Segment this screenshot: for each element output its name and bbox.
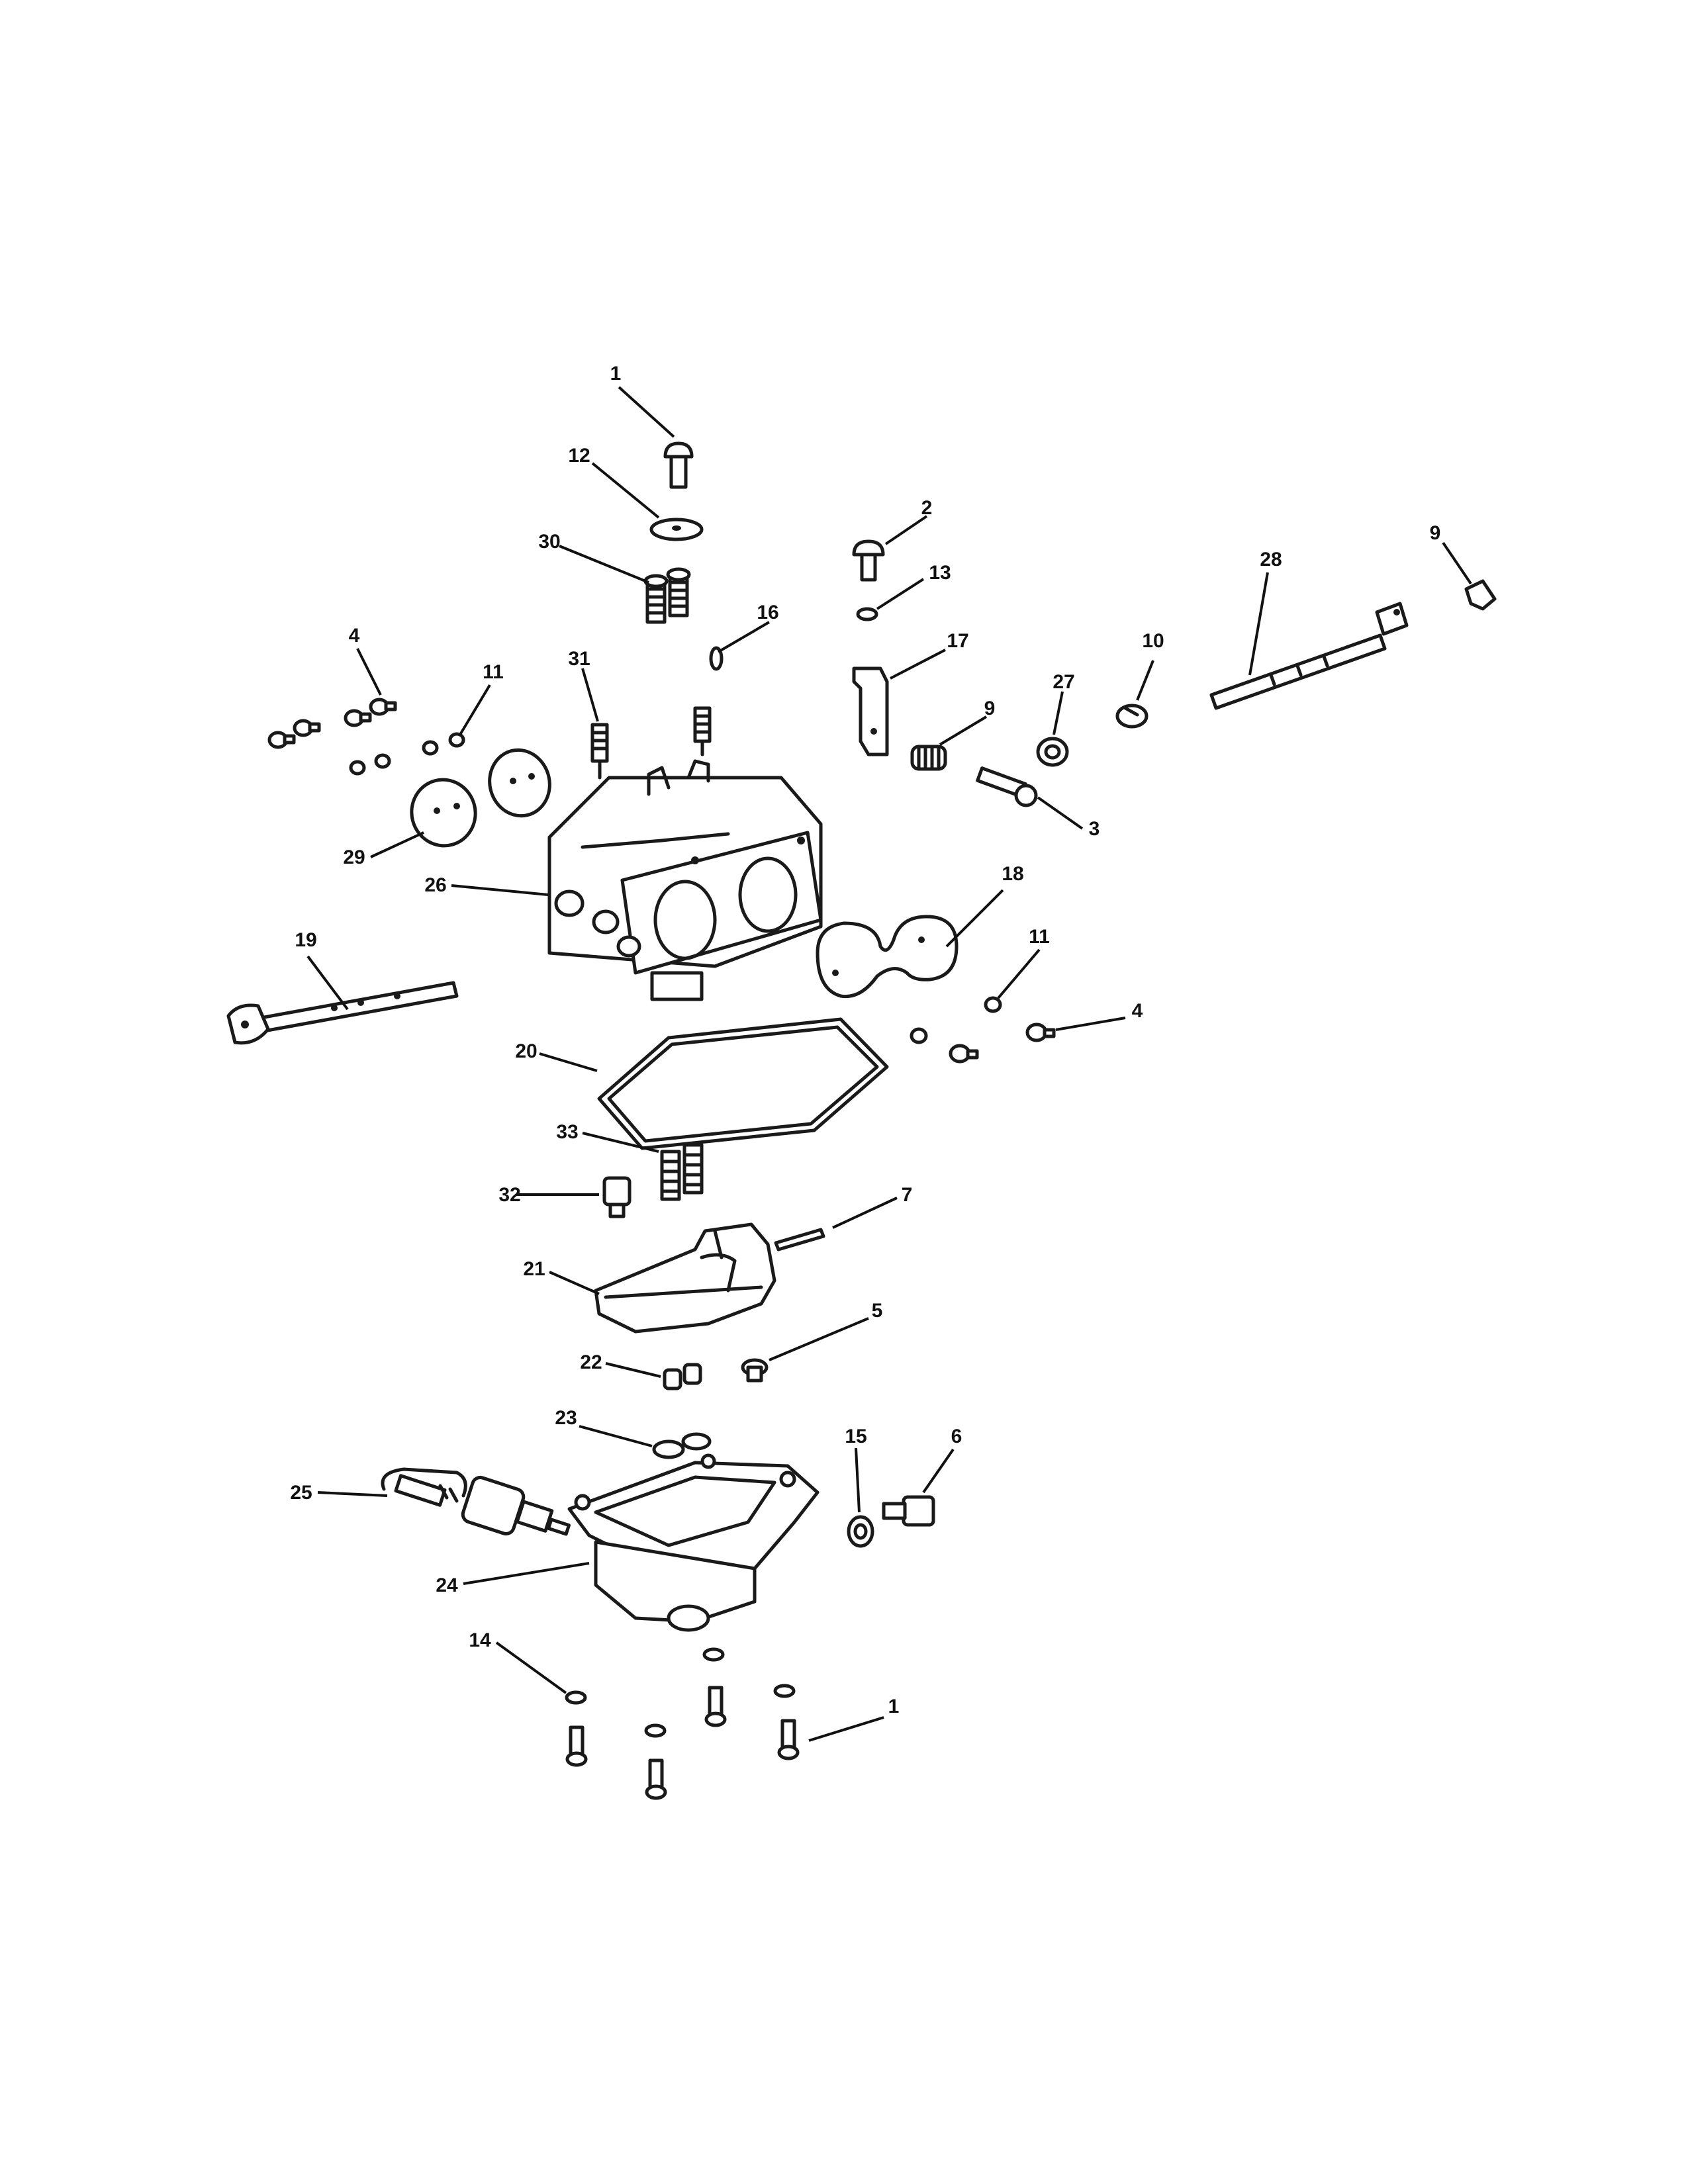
part-4-screws-right <box>949 1023 1056 1064</box>
callout-6: 6 <box>951 1426 962 1447</box>
part-22-slow-jets <box>663 1363 702 1390</box>
part-9-link <box>1464 579 1497 611</box>
part-6-drain-bolt <box>882 1495 935 1527</box>
callout-4-left: 4 <box>349 625 360 647</box>
callout-9-spring: 9 <box>984 698 996 719</box>
part-3-long-screw <box>976 766 1038 807</box>
callout-1-top: 1 <box>610 363 622 385</box>
callout-30: 30 <box>538 531 560 553</box>
callout-11-left: 11 <box>483 661 504 683</box>
callout-28: 28 <box>1260 549 1282 570</box>
part-1-top-screw <box>663 441 694 489</box>
callout-2: 2 <box>921 497 933 519</box>
callout-12: 12 <box>568 445 590 467</box>
callout-24: 24 <box>436 1574 458 1596</box>
part-31-needle-valves <box>590 706 712 780</box>
part-21-float <box>594 1222 776 1334</box>
callout-5: 5 <box>872 1300 883 1322</box>
part-11-washers-left <box>349 732 465 776</box>
part-26-carburetor-body <box>547 759 823 1001</box>
part-27-bushing <box>1036 737 1069 767</box>
part-12-washer <box>649 518 704 541</box>
callout-labels: 1 12 30 2 13 16 17 9 28 9 10 27 3 4 11 3… <box>290 363 1440 1717</box>
part-13-washer <box>856 607 878 621</box>
part-30-pilot-screws <box>643 567 691 624</box>
callout-21: 21 <box>523 1258 545 1280</box>
part-5-screw <box>741 1358 769 1383</box>
part-4-screws-left <box>267 698 397 749</box>
callout-16: 16 <box>757 602 778 623</box>
part-10-clip <box>1115 704 1149 729</box>
part-17-bracket <box>852 666 889 756</box>
part-7-float-pin <box>774 1228 825 1251</box>
callout-9-link: 9 <box>1430 522 1441 544</box>
part-14-washers <box>565 1647 796 1738</box>
part-9-spring <box>910 745 947 771</box>
part-29-throttle-plates <box>410 748 551 848</box>
part-23-o-rings <box>652 1432 712 1459</box>
part-28-choke-shaft <box>1209 602 1409 710</box>
callout-22: 22 <box>580 1351 602 1373</box>
callout-20: 20 <box>515 1040 537 1062</box>
callout-7: 7 <box>902 1184 913 1206</box>
part-32-float-needle <box>602 1176 632 1218</box>
callout-31: 31 <box>568 648 590 670</box>
part-18-gasket <box>816 915 959 999</box>
callout-25: 25 <box>290 1482 312 1504</box>
callout-14: 14 <box>469 1629 491 1651</box>
callout-3: 3 <box>1089 818 1100 840</box>
part-20-bowl-gasket <box>597 1017 889 1150</box>
part-24-float-bowl <box>567 1453 820 1632</box>
callout-19: 19 <box>295 929 316 951</box>
callout-13: 13 <box>929 562 951 584</box>
callout-17: 17 <box>947 630 968 652</box>
callout-4-right: 4 <box>1132 1000 1143 1022</box>
callout-10: 10 <box>1142 630 1164 652</box>
callout-23: 23 <box>555 1407 577 1429</box>
callout-1-bottom: 1 <box>888 1696 900 1717</box>
part-1-bottom-screws <box>565 1686 800 1800</box>
callout-33: 33 <box>556 1121 578 1143</box>
part-25-fuel-solenoid <box>381 1467 571 1536</box>
part-11-washers-right <box>910 996 1002 1044</box>
part-16-hose <box>646 646 724 717</box>
callout-11-right: 11 <box>1029 926 1050 948</box>
callout-18: 18 <box>1002 863 1023 885</box>
callout-26: 26 <box>424 874 446 896</box>
callout-15: 15 <box>845 1426 867 1447</box>
callout-32: 32 <box>498 1184 520 1206</box>
callout-27: 27 <box>1053 671 1074 693</box>
part-15-washer <box>847 1515 874 1548</box>
part-2-screw <box>852 539 885 582</box>
callout-29: 29 <box>343 846 365 868</box>
part-19-throttle-shaft <box>226 981 459 1045</box>
leader-lines <box>306 386 1472 1742</box>
part-33-main-jets <box>660 1143 704 1201</box>
